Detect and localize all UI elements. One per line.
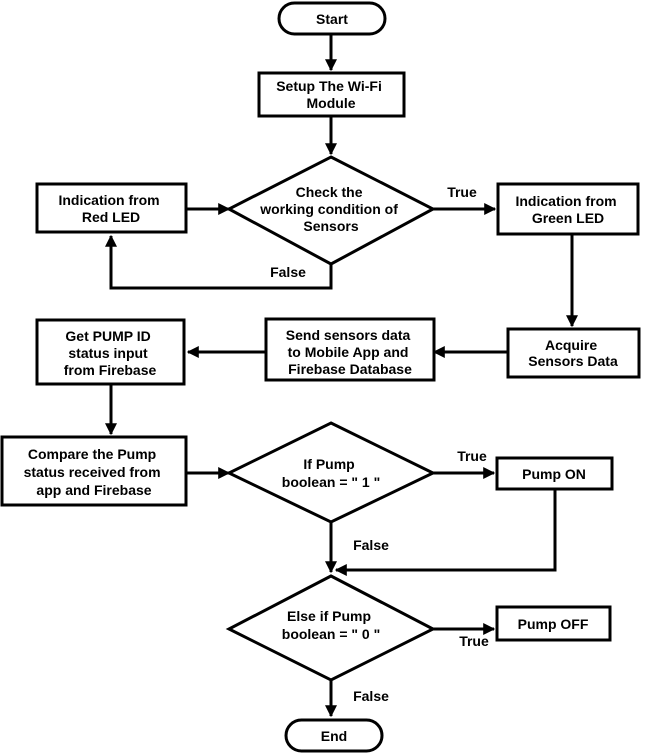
edge-labels: True False True False True False [270, 184, 489, 704]
check-true-label: True [447, 184, 477, 200]
else-false-label: False [353, 688, 389, 704]
end-terminal [284, 718, 384, 753]
pump-on-box [495, 456, 614, 491]
edges [105, 34, 578, 718]
if-true-label: True [457, 448, 487, 464]
end-label: End [321, 728, 347, 744]
green-led-label: Indication from Green LED [515, 193, 620, 226]
pump-off-box [495, 605, 612, 642]
get-pump-status-label: Get PUMP ID status input from Firebase [64, 328, 157, 378]
if-pump-label: If Pump boolean = " 1 " [282, 456, 380, 490]
check-sensors-decision [225, 155, 437, 266]
edge-check-to-red-led-false [105, 234, 333, 290]
compare-status-box [0, 435, 188, 507]
start-terminal [277, 1, 387, 36]
if-false-label: False [353, 537, 389, 553]
pump-off-label: Pump OFF [518, 616, 589, 632]
setup-wifi-label: Setup The Wi-Fi Module [276, 78, 386, 111]
node-labels: Start Setup The Wi-Fi Module Check the w… [24, 11, 620, 744]
check-sensors-label: Check the working condition of Sensors [259, 184, 402, 234]
start-label: Start [316, 11, 348, 27]
if-pump-decision [225, 421, 437, 524]
compare-status-label: Compare the Pump status received from ap… [24, 446, 165, 498]
red-led-box [35, 182, 188, 234]
setup-wifi-box [257, 71, 406, 118]
send-data-box [264, 317, 436, 382]
red-led-label: Indication from Red LED [58, 192, 163, 225]
check-false-label: False [270, 264, 306, 280]
get-pump-status-box [35, 318, 186, 386]
else-if-pump-decision [225, 574, 437, 682]
acquire-data-box [506, 327, 641, 379]
green-led-box [496, 182, 640, 236]
else-if-pump-label: Else if Pump boolean = " 0 " [282, 608, 380, 642]
pump-on-label: Pump ON [522, 466, 586, 482]
else-true-label: True [459, 633, 489, 649]
edge-pump-on-to-merge [334, 489, 557, 576]
acquire-data-label: Acquire Sensors Data [528, 337, 618, 369]
send-data-label: Send sensors data to Mobile App and Fire… [286, 327, 414, 377]
